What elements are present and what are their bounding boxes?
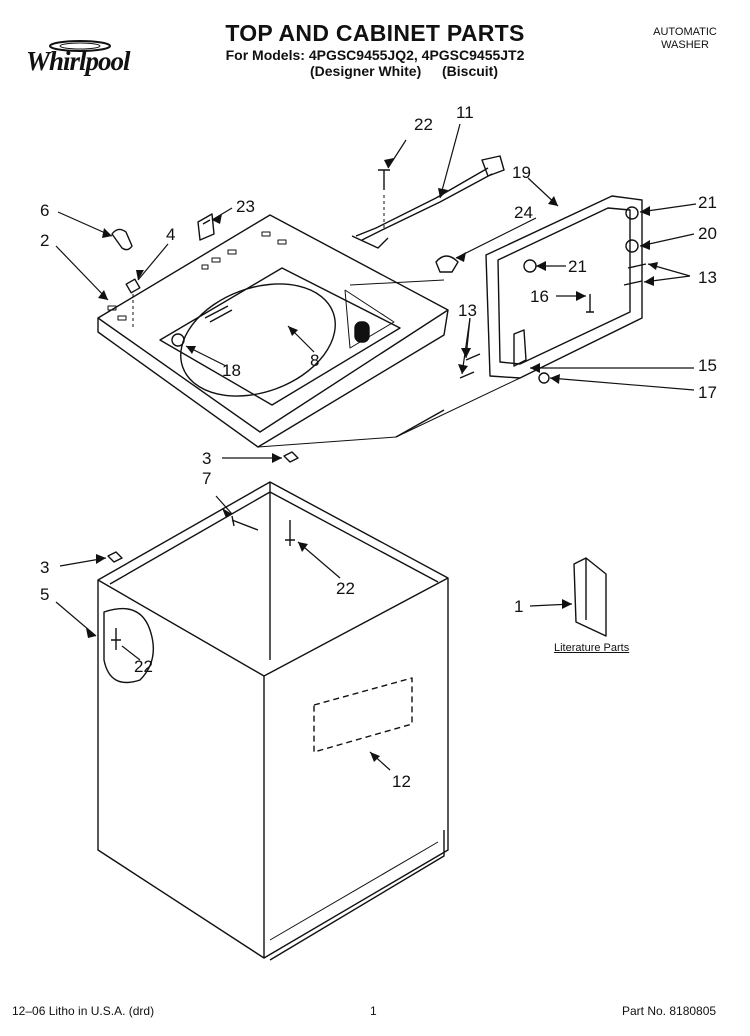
callout-3: 3	[202, 449, 212, 468]
part-22-screw-cabinet	[285, 520, 295, 546]
callout-20: 20	[698, 224, 717, 243]
part-13-screws-right	[623, 263, 647, 286]
part-16-spring	[586, 294, 594, 313]
washer-top-panel	[97, 214, 449, 448]
literature-parts-label: Literature Parts	[554, 642, 630, 654]
part-3-clip-a	[283, 451, 299, 463]
part-1-literature-pack	[573, 557, 607, 637]
whirlpool-logo: Whirlpool	[20, 38, 152, 78]
part-7-screw	[231, 515, 259, 531]
callout-17: 17	[698, 383, 717, 402]
callout-22: 22	[414, 115, 433, 134]
footer-part-number: Part No. 8180805	[622, 1004, 717, 1018]
product-type: AUTOMATIC WASHER	[640, 26, 730, 52]
part-19-lid-frame	[485, 195, 643, 379]
top-panel-holes	[107, 231, 287, 321]
callout-21: 21	[568, 257, 587, 276]
part-23-bracket	[197, 213, 215, 241]
product-type-line1: AUTOMATIC	[653, 26, 717, 38]
part-15-hinge	[513, 329, 527, 367]
callout-13: 13	[698, 268, 717, 287]
callout-19: 19	[512, 163, 531, 182]
part-21-bumper-b	[523, 259, 537, 273]
callout-arrowheads	[86, 158, 658, 762]
callout-24: 24	[514, 203, 533, 222]
part-11-wire-harness	[351, 155, 505, 249]
product-type-line2: WASHER	[661, 39, 709, 51]
callout-2: 2	[40, 231, 50, 250]
callout-11: 11	[456, 103, 474, 122]
part-5-cabinet	[97, 481, 449, 961]
brand-name: Whirlpool	[26, 46, 131, 76]
callout-4: 4	[166, 225, 176, 244]
callout-22: 22	[134, 657, 153, 676]
callout-leader-lines	[55, 123, 697, 771]
part-6-clip	[111, 228, 133, 251]
part-24-button	[435, 255, 459, 273]
part-20-clip	[625, 239, 639, 253]
callout-3: 3	[40, 558, 50, 577]
part-3-clip-b	[107, 551, 123, 563]
part-4-nut	[125, 278, 141, 294]
callout-21: 21	[698, 193, 717, 212]
callout-13: 13	[458, 301, 477, 320]
logo-swoosh-icon	[49, 40, 111, 52]
variant-biscuit: (Biscuit)	[442, 63, 498, 79]
part-21-bumper-a	[625, 206, 639, 220]
callout-5: 5	[40, 585, 50, 604]
models-line: For Models: 4PGSC9455JQ2, 4PGSC9455JT2	[225, 47, 525, 63]
callout-15: 15	[698, 356, 717, 375]
callout-16: 16	[530, 287, 549, 306]
callout-12: 12	[392, 772, 411, 791]
variant-designer-white: (Designer White)	[310, 63, 422, 79]
part-22-screw-side	[111, 628, 121, 650]
callout-18: 18	[222, 361, 241, 380]
callout-1: 1	[514, 597, 524, 616]
callout-8: 8	[310, 351, 320, 370]
part-17-grommet	[538, 372, 550, 384]
page-title: TOP AND CABINET PARTS	[225, 20, 525, 46]
footer-litho: 12–06 Litho in U.S.A. (drd)	[12, 1004, 155, 1018]
callout-23: 23	[236, 197, 255, 216]
callout-22: 22	[336, 579, 355, 598]
footer-page-number: 1	[370, 1004, 377, 1018]
part-13-screws-left	[459, 353, 481, 379]
part-22-screw	[378, 169, 390, 190]
callout-7: 7	[202, 469, 212, 488]
callout-6: 6	[40, 201, 50, 220]
